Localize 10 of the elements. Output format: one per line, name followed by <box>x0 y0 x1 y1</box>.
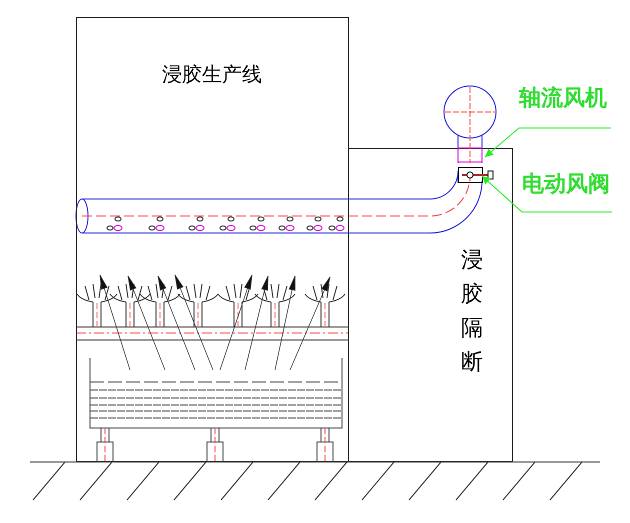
callout-label: 电动风阀 <box>522 174 610 196</box>
axial-fan-icon <box>443 85 497 163</box>
partition-wall <box>349 148 513 462</box>
callout-label: 轴流风机 <box>519 88 607 110</box>
leader-line <box>484 128 612 158</box>
electric-damper-icon <box>458 167 494 183</box>
partition-label: 浸胶隔断 <box>461 247 484 377</box>
production-line-enclosure <box>76 17 349 462</box>
enclosure-title: 浸胶生产线 <box>162 64 262 84</box>
leader-line <box>482 176 612 212</box>
